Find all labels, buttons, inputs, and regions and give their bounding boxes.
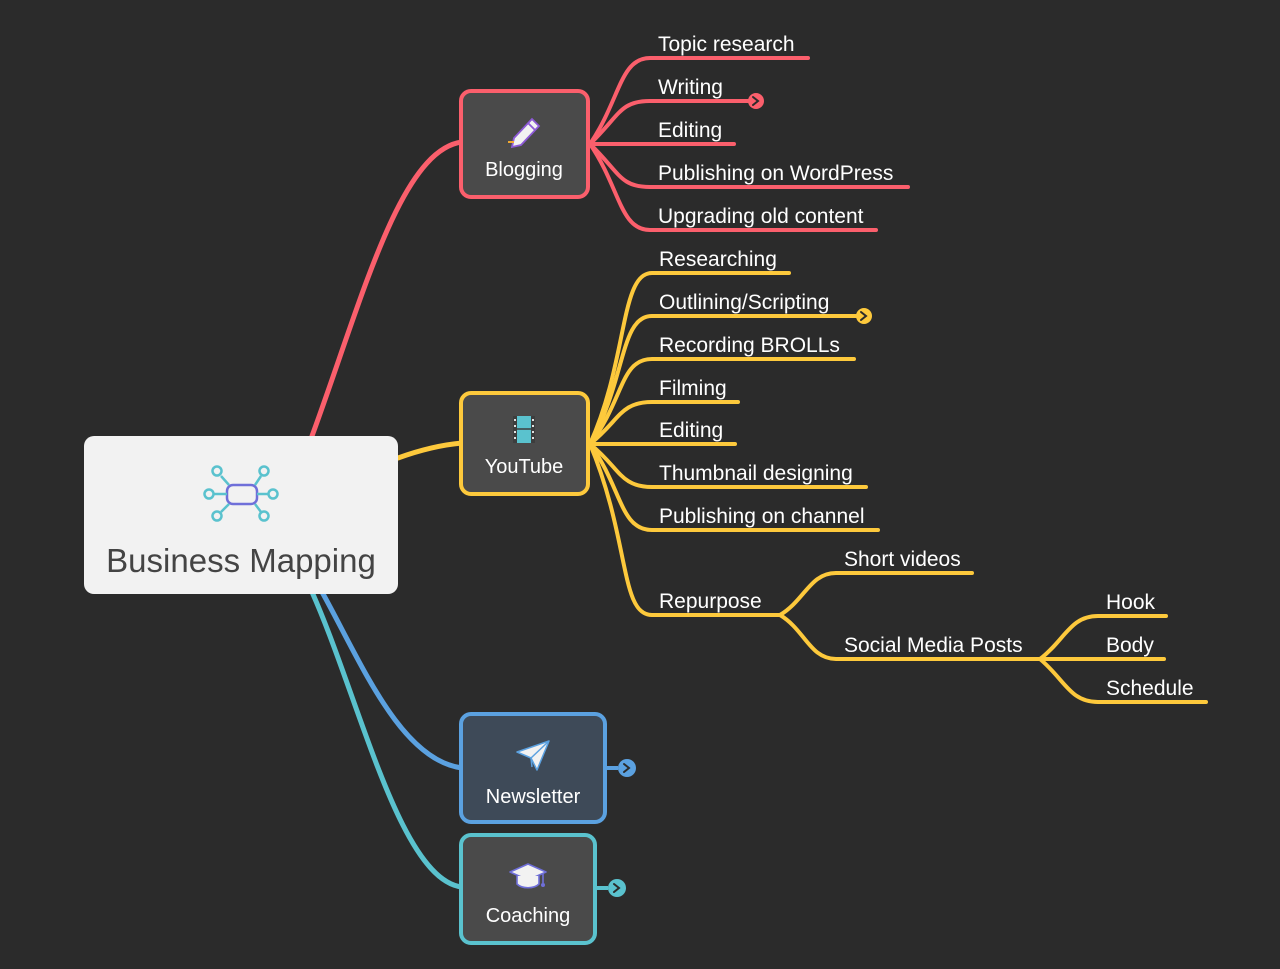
blogging-node[interactable]: Blogging: [459, 89, 590, 199]
blogging-line-5: [588, 142, 878, 232]
repurpose-line-short: [778, 571, 974, 617]
youtube-line-3: [588, 357, 856, 446]
blogging-label: Blogging: [485, 159, 563, 181]
youtube-child-outlining[interactable]: Outlining/Scripting: [659, 291, 829, 314]
social-child-schedule[interactable]: Schedule: [1106, 677, 1194, 700]
social-line-hook: [1038, 614, 1168, 661]
youtube-line-repurpose: [588, 442, 782, 617]
social-child-hook[interactable]: Hook: [1106, 591, 1156, 614]
youtube-line-1: [588, 271, 791, 446]
film-icon: [513, 416, 535, 443]
youtube-connectors: [588, 271, 1208, 704]
newsletter-expand-button[interactable]: [605, 759, 636, 777]
coaching-expand-button[interactable]: [595, 879, 626, 897]
youtube-label: YouTube: [485, 456, 564, 478]
youtube-node[interactable]: YouTube: [459, 391, 590, 496]
blogging-child-upgrading[interactable]: Upgrading old content: [658, 205, 864, 228]
blogging-line-1: [588, 56, 810, 146]
youtube-child-publishing[interactable]: Publishing on channel: [659, 505, 865, 528]
coaching-node[interactable]: Coaching: [459, 833, 597, 945]
youtube-child-thumbnail[interactable]: Thumbnail designing: [659, 462, 853, 485]
graduation-cap-icon: [509, 863, 547, 889]
social-line-schedule: [1038, 657, 1208, 704]
connector-blogging: [309, 139, 465, 439]
youtube-child-researching[interactable]: Researching: [659, 248, 777, 271]
youtube-child-recording-brolls[interactable]: Recording BROLLs: [659, 334, 840, 357]
youtube-line-2: [588, 314, 860, 446]
blogging-children: Topic research Writing Editing Publishin…: [658, 33, 893, 228]
connector-newsletter: [319, 589, 465, 771]
blogging-child-topic-research[interactable]: Topic research: [658, 33, 795, 56]
paper-plane-icon: [516, 740, 550, 771]
root-node[interactable]: Business Mapping: [84, 436, 398, 594]
repurpose-child-social-media[interactable]: Social Media Posts: [844, 634, 1023, 657]
blogging-connectors: [588, 56, 910, 232]
blogging-child-writing[interactable]: Writing: [658, 76, 723, 99]
blogging-line-4: [588, 142, 910, 189]
social-child-body[interactable]: Body: [1106, 634, 1154, 657]
youtube-child-repurpose[interactable]: Repurpose: [659, 590, 762, 613]
newsletter-node[interactable]: Newsletter: [459, 712, 607, 824]
pencil-icon: [508, 117, 541, 149]
coaching-label: Coaching: [486, 905, 571, 927]
youtube-line-4: [588, 400, 740, 446]
youtube-child-filming[interactable]: Filming: [659, 377, 727, 400]
writing-expand-button[interactable]: [748, 93, 764, 109]
root-label: Business Mapping: [106, 542, 376, 579]
blogging-child-editing[interactable]: Editing: [658, 119, 722, 142]
newsletter-label: Newsletter: [486, 786, 581, 808]
youtube-children: Researching Outlining/Scripting Recordin…: [659, 248, 1194, 700]
repurpose-line-social: [778, 613, 1042, 661]
root-connectors: [309, 139, 465, 890]
connector-youtube: [395, 440, 465, 461]
repurpose-child-short-videos[interactable]: Short videos: [844, 548, 961, 571]
blogging-child-publishing[interactable]: Publishing on WordPress: [658, 162, 893, 185]
mindmap-icon: [203, 465, 279, 522]
connector-coaching: [309, 589, 465, 890]
youtube-line-7: [588, 442, 880, 532]
blogging-line-2: [588, 99, 752, 146]
youtube-line-6: [588, 442, 868, 489]
outlining-expand-button[interactable]: [856, 308, 872, 324]
youtube-child-editing[interactable]: Editing: [659, 419, 723, 442]
